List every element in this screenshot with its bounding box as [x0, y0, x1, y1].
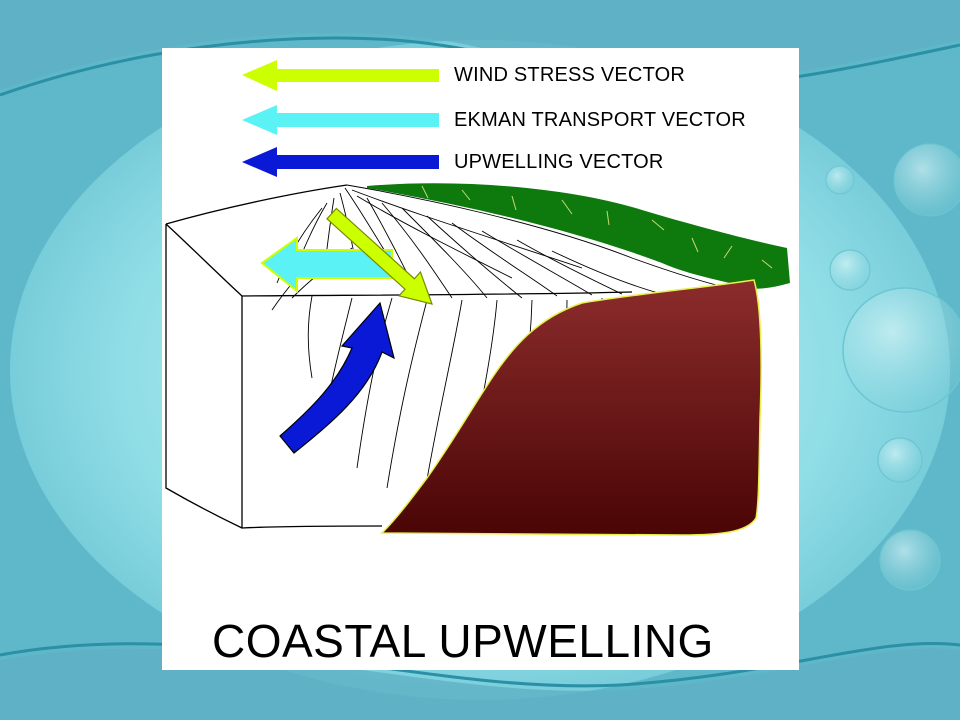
- upwelling-legend-arrow: [242, 147, 439, 177]
- ekman-transport-legend-arrow: [242, 105, 439, 135]
- continental-shelf: [380, 279, 762, 536]
- diagram-title: COASTAL UPWELLING: [212, 615, 714, 667]
- wind-stress-arrow: [326, 207, 433, 305]
- legend-label-wind-stress: WIND STRESS VECTOR: [454, 64, 686, 86]
- bubble-decoration: [825, 165, 855, 195]
- slope-hachures: [276, 184, 753, 299]
- coastal-land: [367, 183, 790, 289]
- bubble-decoration: [842, 287, 960, 413]
- bubble-decoration: [879, 529, 941, 591]
- upwelling-arrow: [279, 301, 395, 454]
- upwelling-diagram: [165, 60, 790, 536]
- water-block: [165, 184, 633, 529]
- bubble-decoration: [893, 143, 960, 217]
- bubble-decoration: [877, 437, 923, 483]
- legend-label-upwelling: UPWELLING VECTOR: [454, 151, 664, 173]
- diagram-panel: WIND STRESS VECTOR EKMAN TRANSPORT VECTO…: [162, 48, 799, 670]
- wind-stress-legend-arrow: [242, 60, 439, 91]
- bubble-decoration: [829, 249, 871, 291]
- legend-label-ekman-transport: EKMAN TRANSPORT VECTOR: [454, 109, 746, 131]
